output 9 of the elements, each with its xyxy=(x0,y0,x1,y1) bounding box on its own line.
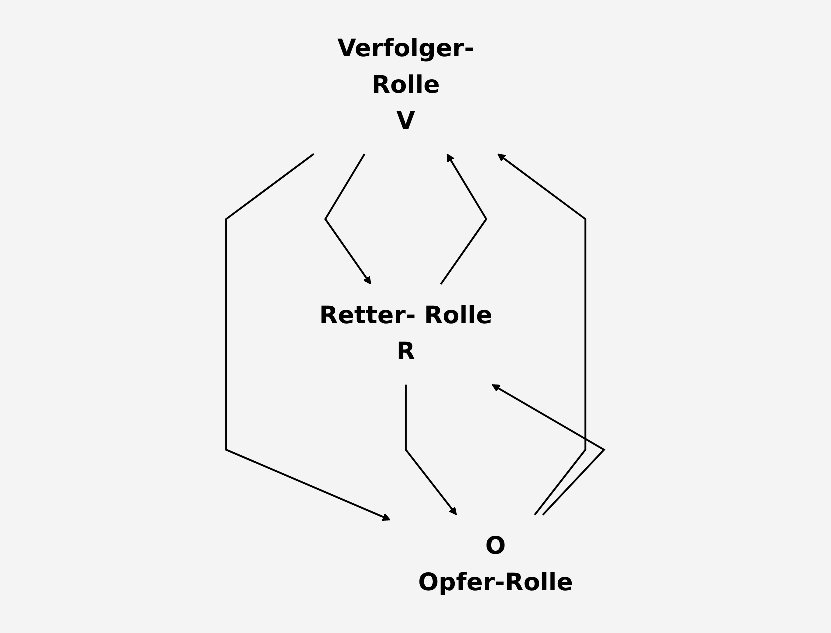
node-text: O Opfer-Rolle xyxy=(418,532,574,597)
arrow xyxy=(405,384,458,516)
arrow xyxy=(498,154,587,516)
node-text: Verfolger-Rolle V xyxy=(338,35,475,136)
node-text: Retter- Rolle R xyxy=(320,302,493,366)
arrow xyxy=(324,154,372,285)
arrow xyxy=(440,154,488,285)
arrow xyxy=(492,384,606,516)
arrow xyxy=(226,153,391,522)
